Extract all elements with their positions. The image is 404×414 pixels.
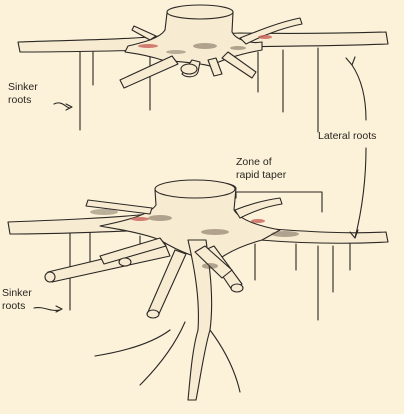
- bottom-root-upper-left: [85, 199, 153, 215]
- lateral-roots-label: Lateral roots: [318, 130, 376, 142]
- bottom-stipple: [90, 209, 299, 269]
- zone-label-line1: Zone of: [236, 156, 272, 168]
- bottom-sinker-arrowhead: [55, 305, 63, 313]
- bottom-sinker-arrow: [33, 307, 61, 311]
- top-short-root-1: [119, 55, 179, 89]
- bottom-root-upper-right: [234, 197, 283, 219]
- top-short-root-5: [239, 17, 303, 45]
- top-sinker-roots: [79, 47, 319, 133]
- top-short-root-6: [131, 25, 157, 41]
- zone-label-line2: rapid taper: [236, 169, 287, 181]
- top-sinker-label-line2: roots: [8, 94, 31, 106]
- top-root-system: [17, 4, 389, 133]
- lateral-roots-bracket: [345, 56, 367, 239]
- bottom-root-left-2: [99, 237, 167, 265]
- top-stipple: [138, 35, 272, 54]
- top-short-root-3: [207, 57, 223, 77]
- bottom-root-system: [7, 179, 389, 401]
- top-sinker-arrow: [53, 102, 71, 109]
- top-sinker-arrowhead: [65, 103, 73, 111]
- zone-bracket: [235, 191, 323, 213]
- bottom-fine-root-1: [94, 329, 171, 357]
- top-short-root-4: [221, 51, 257, 79]
- bottom-sinker-label-line1: Sinker: [2, 287, 32, 299]
- top-sinker-label-line1: Sinker: [8, 81, 38, 93]
- bottom-root-mid: [194, 245, 233, 279]
- bottom-fine-root-2: [139, 321, 186, 386]
- bottom-fine-root-3: [209, 329, 241, 393]
- bottom-sinker-label-line2: roots: [2, 300, 25, 312]
- bottom-tap-root: [187, 239, 213, 401]
